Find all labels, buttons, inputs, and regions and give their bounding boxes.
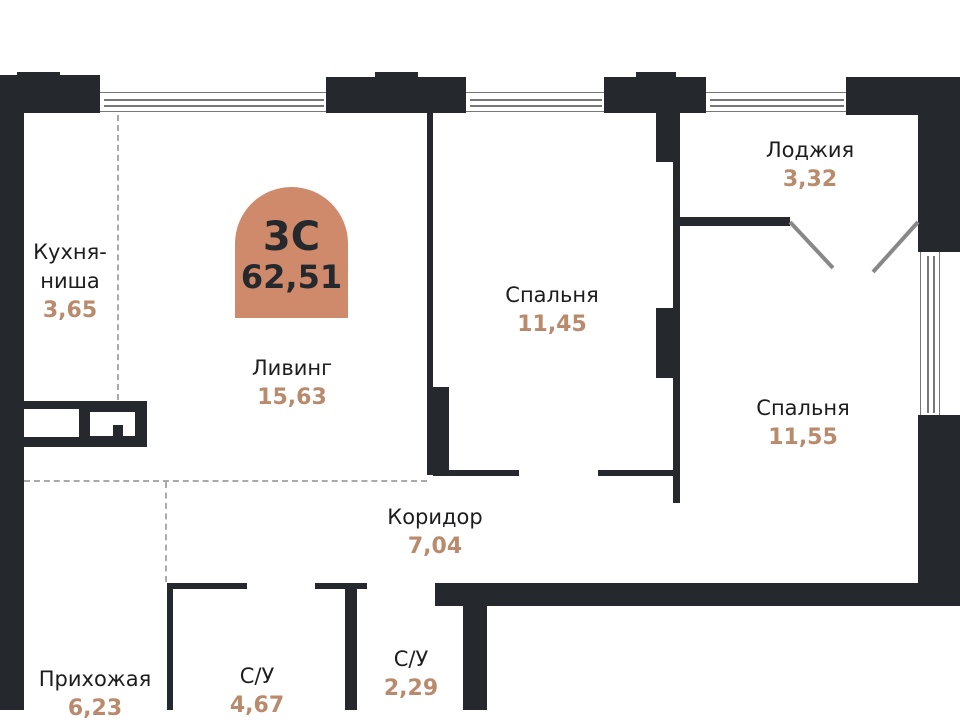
zone-divider bbox=[24, 480, 427, 482]
wall bbox=[918, 77, 960, 252]
wall bbox=[433, 470, 519, 476]
room-loggia: Лоджия 3,32 bbox=[766, 136, 854, 194]
wall bbox=[315, 583, 367, 589]
wall bbox=[604, 77, 706, 113]
window bbox=[706, 92, 848, 112]
stove bbox=[90, 412, 135, 436]
wall bbox=[427, 113, 433, 475]
window bbox=[466, 92, 606, 112]
room-name: ниша bbox=[40, 269, 100, 293]
room-bedroom-1: Спальня 11,45 bbox=[505, 281, 598, 339]
wall bbox=[17, 72, 60, 78]
room-kitchen-niche: Кухня- ниша 3,65 bbox=[33, 238, 107, 325]
zone-divider bbox=[117, 115, 119, 400]
room-name: Коридор bbox=[387, 505, 483, 529]
wall bbox=[463, 583, 487, 710]
room-bedroom-2: Спальня 11,55 bbox=[756, 394, 849, 452]
wall bbox=[375, 72, 418, 78]
room-area: 4,67 bbox=[229, 693, 285, 718]
room-living: Ливинг 15,63 bbox=[252, 354, 332, 412]
room-name: Спальня bbox=[756, 396, 850, 420]
door-leaf bbox=[788, 220, 835, 270]
wall bbox=[0, 75, 100, 113]
room-area: 3,32 bbox=[782, 167, 838, 192]
room-bathroom-2: С/У 2,29 bbox=[384, 645, 438, 703]
apartment-type: 3С bbox=[262, 214, 321, 260]
door-leaf bbox=[871, 220, 920, 274]
wall bbox=[598, 470, 673, 476]
stove-knob bbox=[113, 425, 123, 437]
wall bbox=[167, 583, 247, 589]
wall bbox=[0, 75, 24, 710]
window bbox=[100, 92, 328, 112]
wall bbox=[918, 415, 960, 605]
room-name: Лоджия bbox=[765, 138, 855, 162]
room-area: 11,55 bbox=[768, 425, 838, 450]
room-bathroom-1: С/У 4,67 bbox=[230, 662, 284, 720]
room-corridor: Коридор 7,04 bbox=[387, 503, 482, 561]
total-area: 62,51 bbox=[240, 258, 343, 296]
room-area: 7,04 bbox=[407, 534, 463, 559]
room-area: 15,63 bbox=[257, 385, 327, 410]
room-name: С/У bbox=[393, 647, 429, 671]
wall bbox=[167, 583, 173, 710]
room-name: Спальня bbox=[505, 283, 599, 307]
room-name: Ливинг bbox=[251, 356, 333, 380]
room-area: 6,23 bbox=[67, 696, 123, 721]
room-name: Прихожая bbox=[38, 667, 152, 691]
apartment-type-badge: 3С 62,51 bbox=[235, 187, 348, 318]
room-area: 3,65 bbox=[42, 298, 98, 323]
wall bbox=[636, 72, 676, 78]
wall bbox=[345, 583, 357, 710]
window bbox=[920, 252, 940, 417]
room-name: С/У bbox=[239, 664, 275, 688]
wall bbox=[673, 113, 680, 503]
room-area: 2,29 bbox=[383, 676, 439, 701]
wall bbox=[435, 583, 960, 606]
room-name: Кухня- bbox=[33, 240, 107, 264]
wall bbox=[680, 217, 790, 226]
sink bbox=[24, 409, 79, 437]
room-area: 11,45 bbox=[517, 312, 587, 337]
room-hallway: Прихожая 6,23 bbox=[39, 665, 151, 723]
wall bbox=[427, 387, 449, 475]
zone-divider bbox=[165, 482, 167, 582]
wall bbox=[326, 77, 466, 113]
wall bbox=[656, 308, 675, 378]
